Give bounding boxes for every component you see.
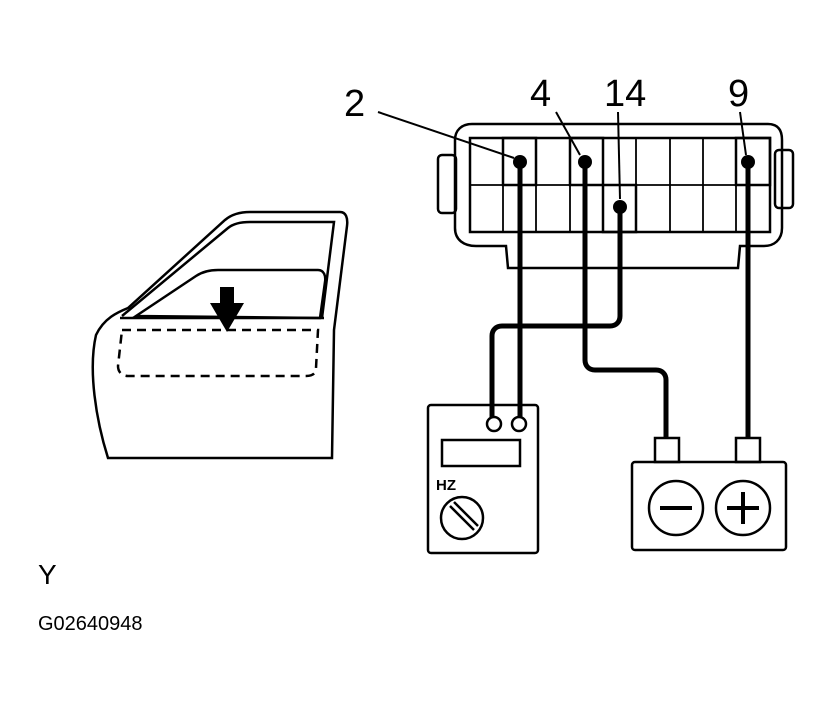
window-travel-dashed	[116, 328, 320, 378]
window-frame-line	[121, 220, 336, 319]
meter-terminal-left	[485, 415, 503, 433]
battery-positive-icon	[714, 479, 772, 537]
pin-dot-4	[578, 155, 592, 169]
pin-label-14: 14	[604, 73, 646, 115]
connector-body	[453, 122, 784, 270]
battery-body	[630, 460, 788, 552]
pin-label-2: 2	[344, 83, 365, 125]
pin-label-4: 4	[530, 73, 551, 115]
pin-dot-2	[513, 155, 527, 169]
battery-positive-post	[734, 436, 762, 464]
diagnostic-connector	[436, 122, 795, 270]
wires	[489, 162, 751, 438]
window-down-arrow-icon	[210, 287, 244, 332]
pin-9-leader-line	[739, 111, 747, 156]
pin-label-9: 9	[728, 73, 749, 115]
pin-14-leader-line	[617, 111, 621, 200]
meter-display	[440, 438, 522, 468]
window-glass	[131, 268, 327, 320]
meter-terminal-right	[510, 415, 528, 433]
view-label: Y	[38, 559, 57, 590]
pin-dot-14	[613, 200, 627, 214]
frequency-meter: HZ	[426, 403, 540, 555]
meter-body	[426, 403, 540, 555]
meter-dial-icon	[439, 495, 485, 541]
door-outer-outline	[91, 210, 349, 460]
battery-negative-icon	[647, 479, 705, 537]
pin-4-leader-line	[555, 111, 581, 156]
pin-2-leader-line	[377, 111, 515, 159]
battery-negative-post	[653, 436, 681, 464]
wire-pin-4	[582, 162, 669, 438]
car-door	[91, 210, 349, 460]
connector-right-tab	[773, 148, 795, 210]
pin-dot-9	[741, 155, 755, 169]
pin-dots	[513, 155, 755, 214]
battery	[630, 436, 788, 552]
connector-left-tab	[436, 153, 458, 215]
figure-code: G02640948	[38, 613, 143, 635]
wire-pin-14	[489, 207, 623, 418]
meter-mode-label: HZ	[436, 477, 456, 494]
